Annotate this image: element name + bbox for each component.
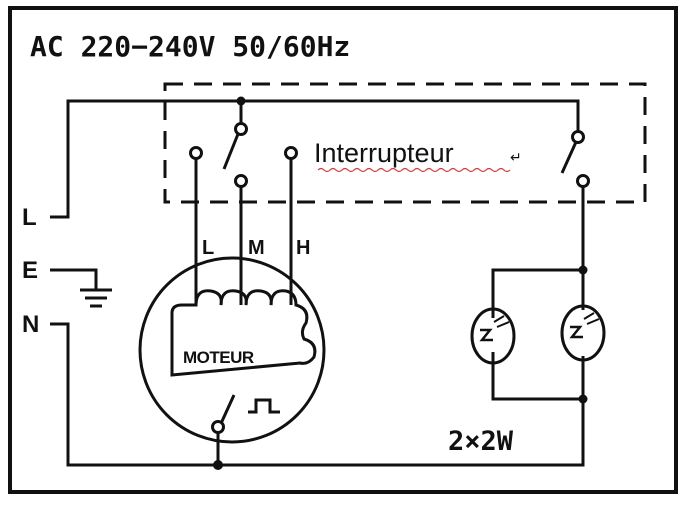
terminal-neutral-label: N (22, 311, 39, 338)
lamp-icon (560, 304, 606, 362)
earth-ground-icon (80, 288, 112, 308)
lamp-rating-label: 2×2W (448, 426, 514, 457)
switch-box-label: Interrupteur (314, 138, 454, 168)
terminal-line-label: L (22, 204, 37, 231)
wire-earth (50, 268, 98, 290)
junctions (213, 96, 588, 470)
switch-box-edit-mark: ↵ (510, 150, 522, 166)
junction-dot (578, 394, 588, 404)
wire-neutral (50, 322, 585, 467)
motor-winding-icon (170, 289, 317, 377)
motor-tap-medium-label: M (248, 237, 265, 259)
junction-dot (213, 460, 223, 470)
terminal-earth-label: E (22, 257, 38, 284)
wire-line (50, 99, 580, 219)
switch-box-outline (163, 82, 647, 204)
switch-icon (560, 130, 590, 188)
motor-tap-high-label: H (296, 237, 310, 259)
wiring (50, 99, 585, 467)
supply-rating-title: AC 220−240V 50/60Hz (30, 30, 350, 63)
wire-lamp-bottom-rail (491, 352, 583, 401)
motor-label: MOTEUR (183, 348, 254, 367)
diagram-frame (8, 6, 678, 494)
junction-dot (236, 96, 246, 106)
switch-icon (189, 122, 298, 188)
motor-housing (138, 256, 326, 444)
lamp-icon (470, 307, 516, 365)
spellcheck-underline (317, 167, 511, 173)
motor-tap-low-label: L (202, 237, 214, 259)
wire-lamp-top-rail (491, 268, 583, 318)
thermal-cutout-icon (211, 394, 280, 434)
junction-dot (578, 265, 588, 275)
